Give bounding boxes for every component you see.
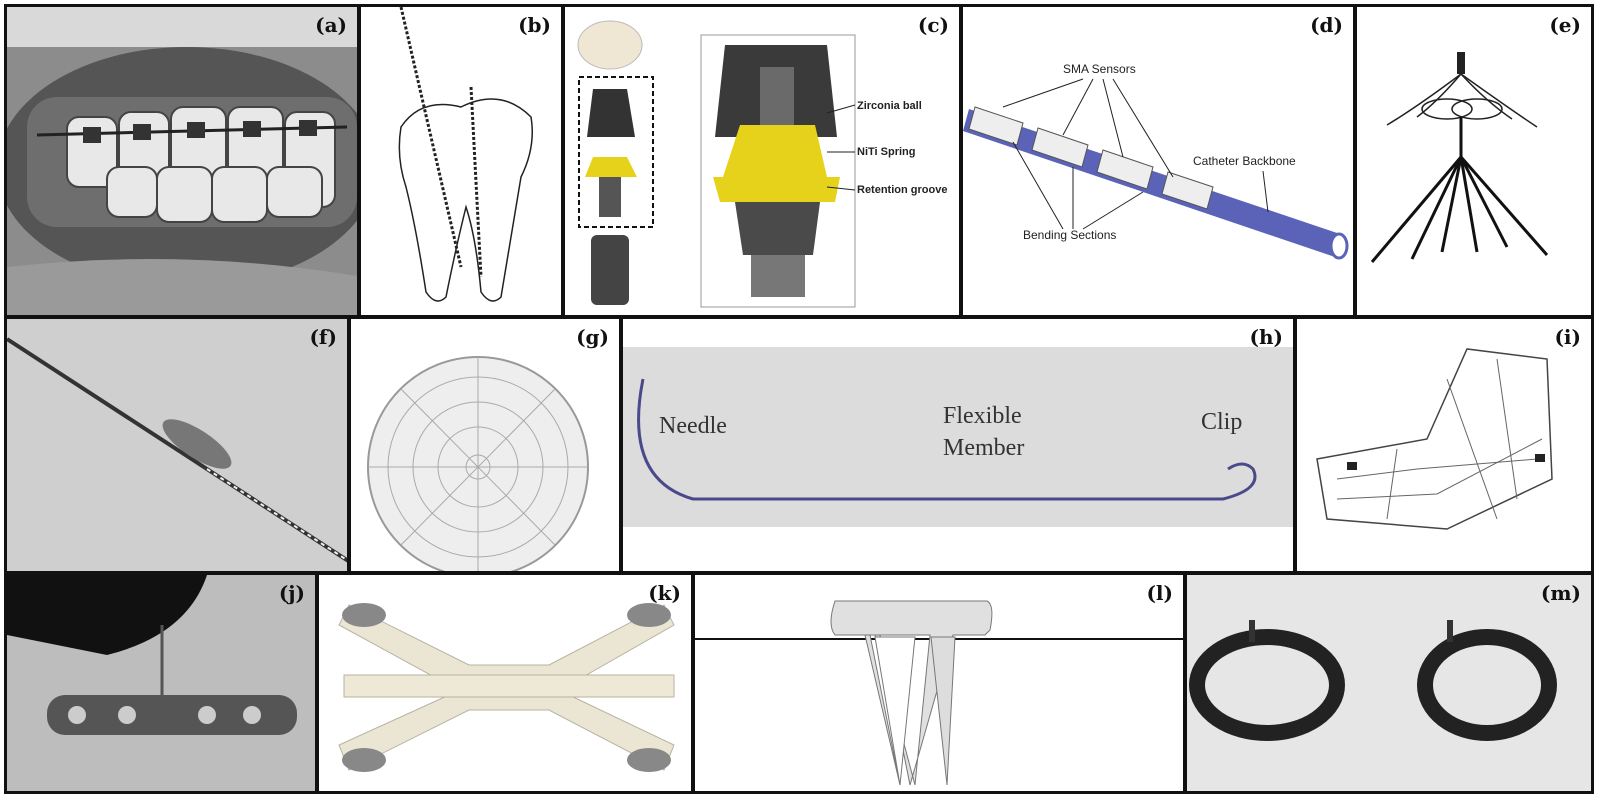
panel-label: (i) [1554,325,1581,349]
panel-k: (k) [316,572,694,794]
panel-a: (a) [4,4,360,318]
annotation-retention-groove: Retention groove [857,184,947,196]
stent-photo [1316,348,1553,530]
staple-implant-render [338,603,675,772]
panel-label: (f) [309,325,337,349]
annotation-niti-spring: NiTi Spring [857,146,915,158]
panel-label: (e) [1549,13,1581,37]
annotation-bending-sections: Bending Sections [1023,228,1116,242]
panel-label: (c) [917,13,949,37]
panel-label: (a) [315,13,347,37]
suture-needle-clip-photo: Needle Flexible Member Clip [623,347,1293,527]
dental-implant-diagram: Zirconia ball NiTi Spring Retention groo… [577,20,947,308]
panel-b: (b) [358,4,564,318]
panel-label: (m) [1540,581,1581,605]
panel-label: (h) [1249,325,1283,349]
panel-e: (e) [1354,4,1594,318]
shape-memory-staple-render [695,600,1183,786]
panel-i: (i) [1294,316,1594,574]
panel-g: (g) [348,316,622,574]
panel-c: Zirconia ball NiTi Spring Retention groo… [562,4,962,318]
ring-implants-photo [1187,575,1591,791]
tooth-root-canal-drawing [398,7,533,302]
panel-j: (j) [4,572,318,794]
annotation-catheter-backbone: Catheter Backbone [1193,154,1296,168]
stent-mesh-sphere [367,356,589,571]
occluder-delivery-photo [7,319,347,571]
panel-m: (m) [1184,572,1594,794]
orthodontic-braces-photo [7,7,357,315]
panel-label: (g) [576,325,609,349]
panel-d: SMA Sensors Catheter Backbone Bending Se… [960,4,1356,318]
annotation-zirconia-ball: Zirconia ball [857,100,922,112]
annotation-needle: Needle [659,413,727,439]
panel-label: (l) [1146,581,1173,605]
annotation-member: Member [943,435,1024,461]
sma-catheter-diagram: SMA Sensors Catheter Backbone Bending Se… [963,62,1349,260]
panel-label: (d) [1310,13,1343,37]
annotation-clip: Clip [1201,409,1242,435]
panel-l: (l) [692,572,1186,794]
annotation-sma-sensors: SMA Sensors [1063,62,1136,76]
annotation-flexible: Flexible [943,403,1022,429]
vena-cava-filter-drawing [1370,52,1549,263]
bone-plate-photo [7,575,315,791]
panel-label: (b) [518,13,551,37]
panel-label: (j) [278,581,305,605]
panel-h: Needle Flexible Member Clip (h) [620,316,1296,574]
panel-label: (k) [648,581,681,605]
panel-f: (f) [4,316,350,574]
